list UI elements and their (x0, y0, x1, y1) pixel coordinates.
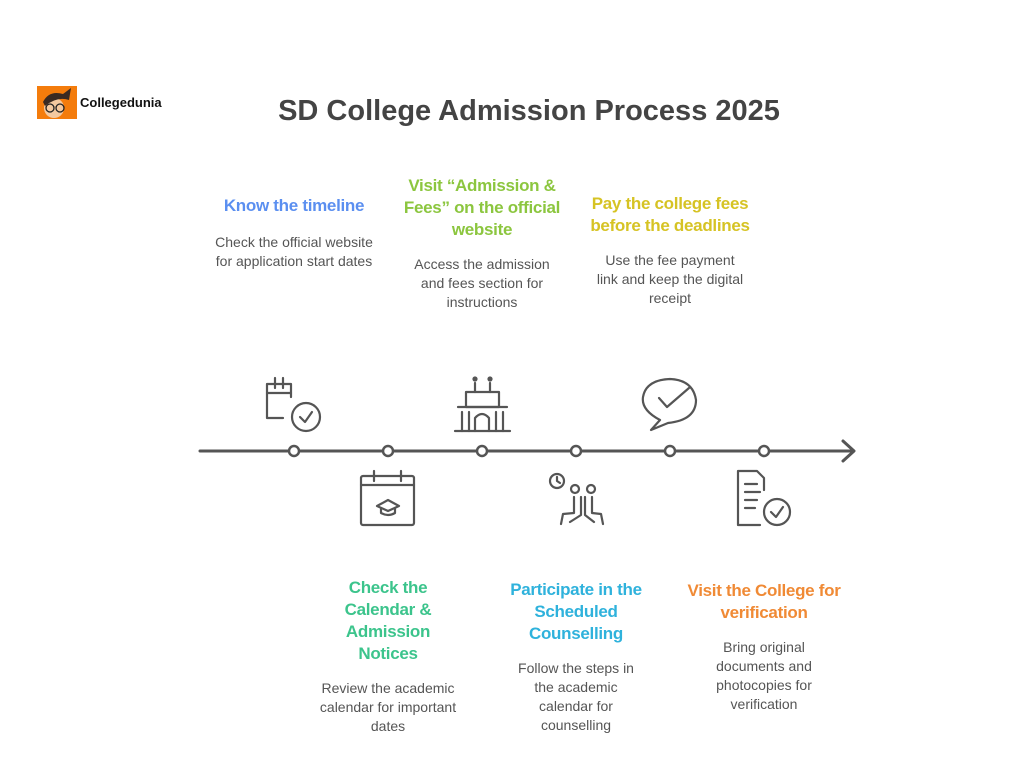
timeline-node (663, 444, 677, 458)
step-title: Visit the College for verification (687, 581, 841, 622)
step-title: Know the timeline (223, 196, 365, 215)
brand-logo: Collegedunia (37, 86, 162, 119)
step-description: Follow the steps in the academic calenda… (518, 660, 634, 733)
step-know-timeline: Know the timeline Check the official web… (214, 195, 374, 271)
step-title: Visit “Admission & Fees” on the official… (403, 176, 561, 239)
step-description: Use the fee payment link and keep the di… (596, 252, 744, 306)
counselling-icon (548, 472, 605, 526)
step-description: Access the admission and fees section fo… (414, 256, 550, 310)
timeline-node (475, 444, 489, 458)
document-check-icon (736, 469, 792, 527)
step-description: Bring original documents and photocopies… (716, 639, 812, 712)
payment-check-icon (641, 377, 698, 432)
step-check-calendar: Check the Calendar & Admission Notices R… (308, 577, 468, 736)
step-verification: Visit the College for verification Bring… (684, 580, 844, 714)
step-description: Check the official website for applicati… (215, 234, 373, 269)
step-description: Review the academic calendar for importa… (319, 680, 457, 734)
logo-mascot-icon (37, 86, 77, 119)
calendar-graduation-icon (359, 469, 416, 527)
timeline-node (757, 444, 771, 458)
step-visit-admission-fees: Visit “Admission & Fees” on the official… (402, 175, 562, 312)
step-title: Check the Calendar & Admission Notices (344, 578, 432, 663)
timeline-node (381, 444, 395, 458)
arrow-head-icon (841, 439, 856, 463)
calendar-check-icon (265, 376, 322, 433)
college-building-icon (453, 376, 512, 433)
timeline-node (287, 444, 301, 458)
page-title: SD College Admission Process 2025 (278, 95, 780, 127)
timeline-node (569, 444, 583, 458)
brand-name: Collegedunia (80, 95, 162, 110)
step-title: Participate in the Scheduled Counselling (510, 580, 642, 643)
step-counselling: Participate in the Scheduled Counselling… (496, 579, 656, 735)
step-pay-fees: Pay the college fees before the deadline… (590, 193, 750, 308)
step-title: Pay the college fees before the deadline… (590, 194, 750, 235)
